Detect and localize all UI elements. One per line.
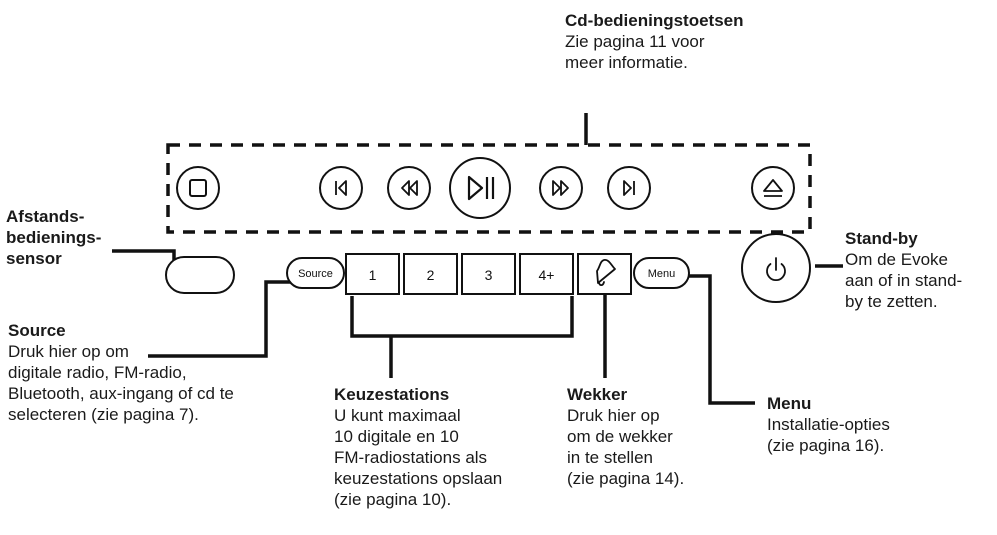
alarm-desc-line: om de wekker (567, 427, 673, 446)
standby-button[interactable] (741, 233, 811, 303)
standby-desc-line: aan of in stand- (845, 271, 963, 290)
standby-title: Stand-by (845, 229, 918, 248)
preset-button-label: 1 (369, 267, 377, 283)
cd-controls-title: Cd-bedieningstoetsen (565, 11, 744, 30)
alarm-button[interactable] (577, 253, 632, 295)
preset-button-3[interactable]: 3 (461, 253, 516, 295)
preset-button-label: 3 (485, 267, 493, 283)
preset-button-label: 2 (427, 267, 435, 283)
rewind-icon (401, 180, 418, 196)
presets-desc-line: (zie pagina 10). (334, 490, 452, 509)
previous-button[interactable] (319, 166, 363, 210)
preset-button-4[interactable]: 4+ (519, 253, 574, 295)
stop-button[interactable] (176, 166, 220, 210)
play-pause-icon (467, 175, 495, 201)
source-desc-line: selecteren (zie pagina 7). (8, 405, 199, 424)
skip-next-icon (623, 180, 635, 196)
standby-desc-line: Om de Evoke (845, 250, 948, 269)
preset-button-2[interactable]: 2 (403, 253, 458, 295)
next-button[interactable] (607, 166, 651, 210)
alarm-desc-line: in te stellen (567, 448, 653, 467)
bell-icon (596, 259, 616, 287)
sensor-leader-line (112, 249, 176, 264)
alarm-title: Wekker (567, 385, 628, 404)
standby-desc-line: by te zetten. (845, 292, 938, 311)
eject-icon (763, 179, 783, 197)
leader-lines (112, 113, 843, 405)
presets-desc-line: U kunt maximaal (334, 406, 461, 425)
source-button[interactable]: Source (286, 257, 345, 289)
sensor-title-line: bedienings- (6, 228, 102, 247)
menu-desc-line: Installatie-opties (767, 415, 890, 434)
fast-forward-button[interactable] (539, 166, 583, 210)
preset-button-label: 4+ (539, 267, 555, 283)
sensor-title-line: sensor (6, 249, 62, 268)
menu-leader-line (688, 274, 755, 405)
rewind-button[interactable] (387, 166, 431, 210)
skip-previous-icon (335, 180, 347, 196)
menu-button-label: Menu (648, 268, 676, 280)
source-title: Source (8, 321, 66, 340)
alarm-label: Wekker Druk hier op om de wekker in te s… (567, 384, 684, 489)
fast-forward-icon (552, 180, 569, 196)
play-pause-button[interactable] (449, 157, 511, 219)
presets-desc-line: FM-radiostations als (334, 448, 488, 467)
alarm-desc-line: (zie pagina 14). (567, 469, 685, 488)
alarm-desc-line: Druk hier op (567, 406, 660, 425)
source-desc-line: Bluetooth, aux-ingang of cd te (8, 384, 234, 403)
menu-desc-line: (zie pagina 16). (767, 436, 885, 455)
presets-desc-line: 10 digitale en 10 (334, 427, 459, 446)
preset-button-1[interactable]: 1 (345, 253, 400, 295)
source-leader-line (148, 280, 304, 358)
presets-title: Keuzestations (334, 385, 450, 404)
sensor-title-line: Afstands- (6, 207, 85, 226)
menu-title: Menu (767, 394, 812, 413)
menu-label: Menu Installatie-opties (zie pagina 16). (767, 393, 890, 456)
cd-controls-desc-line: Zie pagina 11 voor (565, 32, 705, 51)
eject-button[interactable] (751, 166, 795, 210)
source-desc-line: Druk hier op om (8, 342, 129, 361)
stop-icon (189, 179, 207, 197)
presets-desc-line: keuzestations opslaan (334, 469, 503, 488)
cd-controls-desc-line: meer informatie. (565, 53, 688, 72)
remote-sensor (165, 256, 235, 294)
cd-controls-label: Cd-bedieningstoetsen Zie pagina 11 voor … (565, 10, 744, 73)
sensor-label: Afstands- bedienings- sensor (6, 206, 101, 269)
source-label: Source Druk hier op om digitale radio, F… (8, 320, 234, 425)
source-button-label: Source (298, 268, 333, 280)
presets-label: Keuzestations U kunt maximaal 10 digital… (334, 384, 502, 510)
power-icon (766, 257, 786, 282)
cd-controls-outline (166, 143, 812, 234)
source-desc-line: digitale radio, FM-radio, (8, 363, 187, 382)
standby-label: Stand-by Om de Evoke aan of in stand- by… (845, 228, 962, 312)
menu-button[interactable]: Menu (633, 257, 690, 289)
presets-bracket (350, 296, 574, 338)
